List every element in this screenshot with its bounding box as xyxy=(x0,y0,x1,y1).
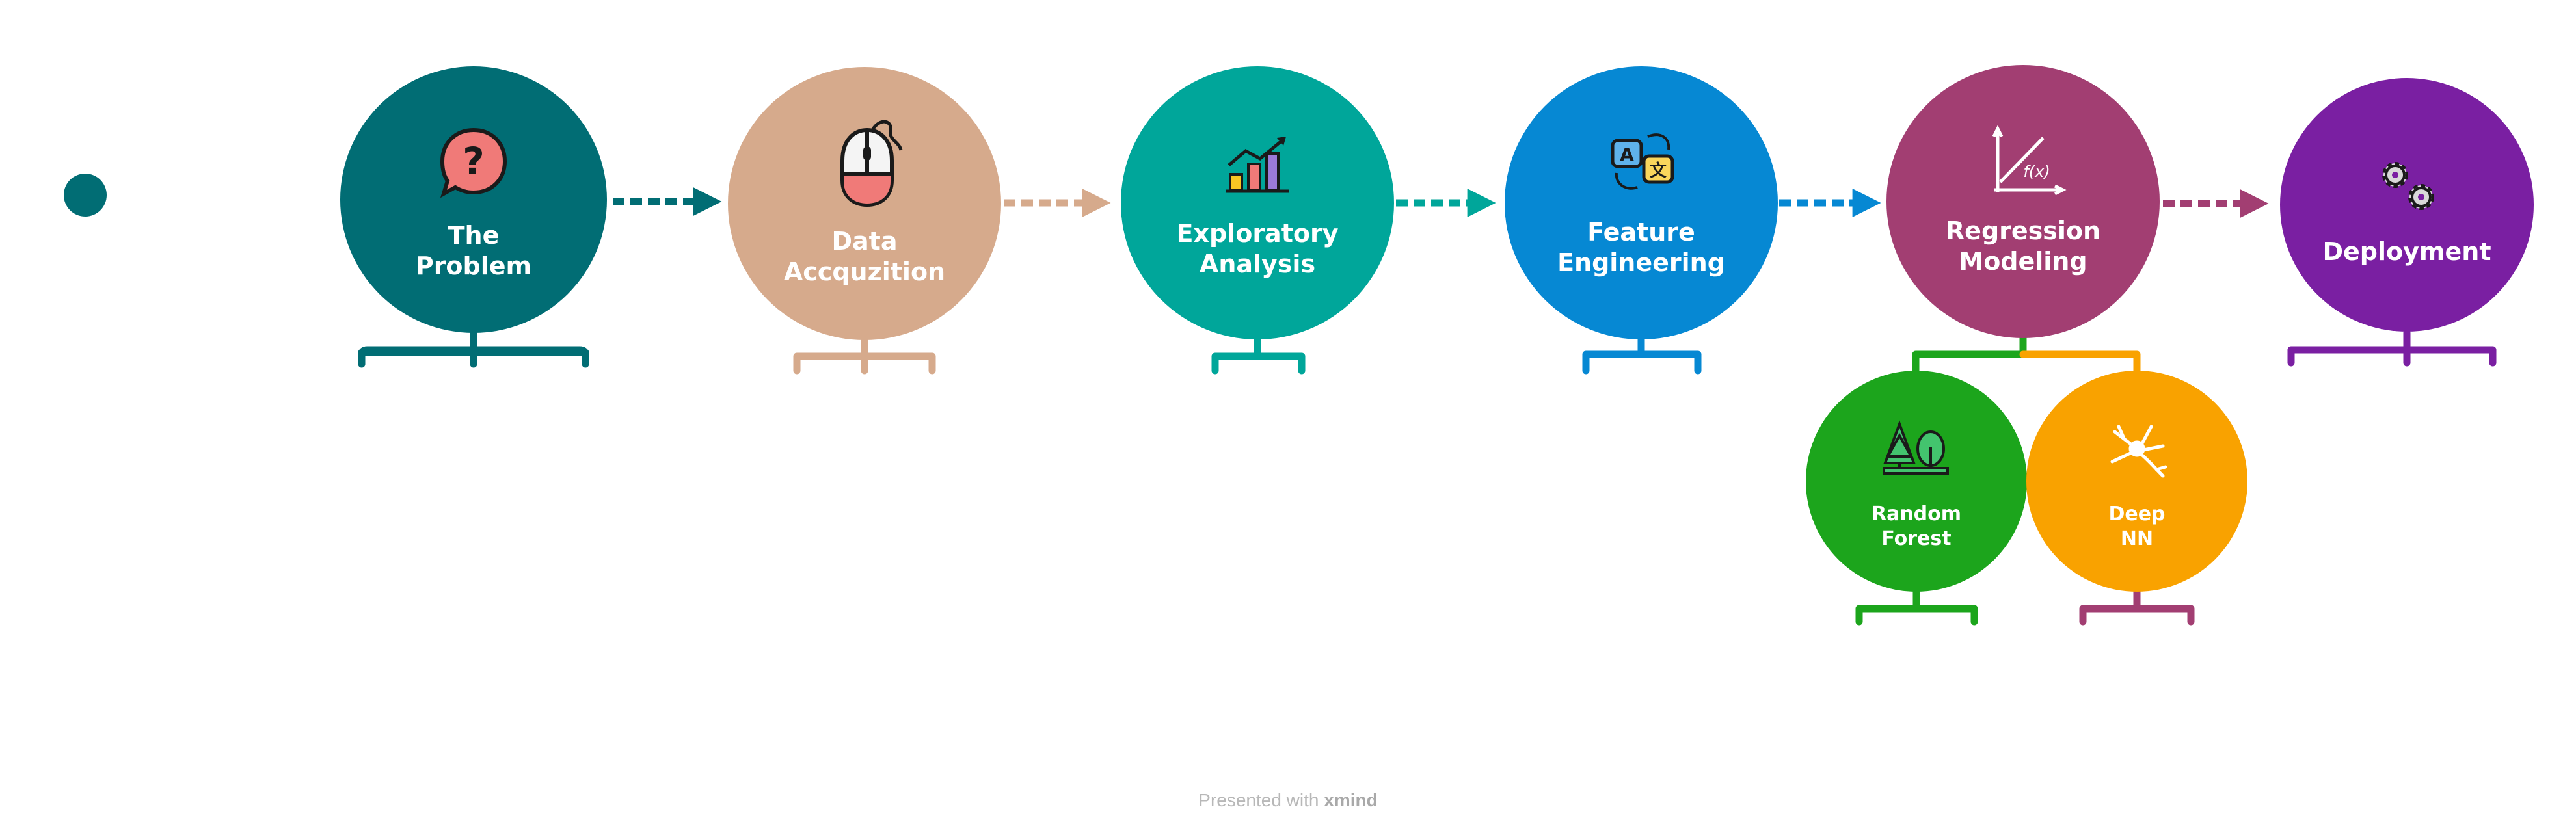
node-data[interactable]: Data Accquzition xyxy=(728,67,1001,340)
branch-regression-to-models xyxy=(1912,334,2141,375)
stand-eda xyxy=(1211,336,1306,375)
node-eda-circle xyxy=(1121,66,1394,339)
node-data-label-2: Accquzition xyxy=(784,257,945,286)
node-feature-circle xyxy=(1505,66,1778,339)
stand-feature xyxy=(1582,334,1702,375)
function-graph-icon: f(x) xyxy=(1992,125,2067,196)
node-feature[interactable]: A 文 Feature Engineering xyxy=(1505,66,1778,339)
node-random-forest[interactable]: Random Forest xyxy=(1806,371,2027,592)
mouse-icon xyxy=(840,120,903,207)
node-problem-label-1: The xyxy=(448,221,500,250)
node-problem[interactable]: ? The Problem xyxy=(340,66,607,333)
stand-problem xyxy=(358,328,589,368)
node-random-forest-label-1: Random xyxy=(1872,503,1961,525)
node-regression[interactable]: f(x) Regression Modeling xyxy=(1886,65,2160,338)
node-regression-label-1: Regression xyxy=(1946,217,2100,245)
node-deep-nn-label-2: NN xyxy=(2121,527,2153,550)
node-deployment-circle xyxy=(2280,78,2534,332)
node-eda[interactable]: Exploratory Analysis xyxy=(1121,66,1394,339)
node-deep-nn[interactable]: Deep NN xyxy=(2026,371,2247,592)
question-bubble-icon: ? xyxy=(440,127,507,198)
stand-data xyxy=(793,336,936,375)
forest-icon xyxy=(1883,420,1949,475)
svg-text:?: ? xyxy=(463,139,485,183)
node-deep-nn-label-1: Deep xyxy=(2108,503,2165,525)
svg-text:文: 文 xyxy=(1650,161,1667,181)
node-random-forest-label-2: Forest xyxy=(1881,527,1951,550)
footer-credit: Presented with xmind xyxy=(0,790,2576,811)
node-problem-label-2: Problem xyxy=(416,252,531,280)
node-eda-label-2: Analysis xyxy=(1200,250,1315,278)
bar-chart-icon xyxy=(1226,137,1289,193)
node-data-label-1: Data xyxy=(832,227,898,256)
neuron-icon xyxy=(2110,425,2167,478)
node-problem-circle xyxy=(340,66,607,333)
footer-prefix: Presented with xyxy=(1198,790,1319,810)
node-deployment[interactable]: Deployment xyxy=(2280,78,2534,332)
stand-deep-nn xyxy=(2079,587,2195,626)
footer-brand[interactable]: xmind xyxy=(1324,790,1378,810)
node-feature-label-2: Engineering xyxy=(1557,248,1725,277)
node-deployment-label: Deployment xyxy=(2322,237,2491,266)
svg-text:A: A xyxy=(1620,144,1634,165)
node-feature-label-1: Feature xyxy=(1587,218,1695,246)
start-dot xyxy=(64,174,107,217)
stand-random-forest xyxy=(1855,587,1978,626)
translate-icon: A 文 xyxy=(1611,133,1674,190)
stand-deployment xyxy=(2287,329,2497,367)
node-deep-nn-circle xyxy=(2026,371,2247,592)
gears-icon xyxy=(2382,162,2434,210)
node-random-forest-circle xyxy=(1806,371,2027,592)
node-regression-circle xyxy=(1886,65,2160,338)
node-eda-label-1: Exploratory xyxy=(1177,219,1339,248)
node-regression-label-2: Modeling xyxy=(1959,247,2087,276)
svg-text:f(x): f(x) xyxy=(2023,163,2050,181)
